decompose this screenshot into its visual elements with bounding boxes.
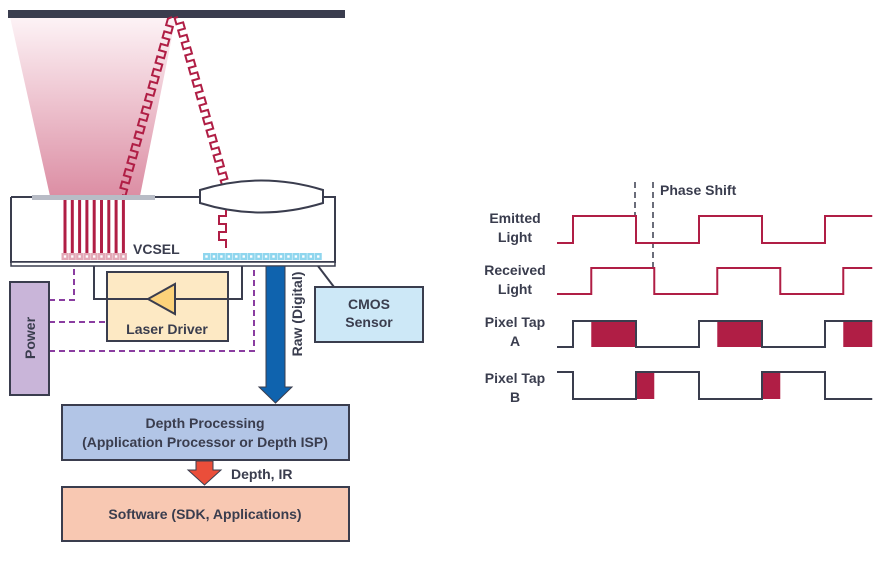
tap_a-overlap-fill [591,321,636,347]
amplifier-icon [145,282,176,316]
vcsel-pad-dot [107,255,110,258]
signal-label-received-2: Light [498,281,533,297]
depth-processing-box[interactable] [61,404,350,461]
signal-label-tap-b-2: B [510,389,520,405]
depth-processing-subtitle: (Application Processor or Depth ISP) [82,434,328,450]
sensor-pixel-dot [220,255,223,258]
tap_a-waveform [557,320,873,348]
cmos-label-line1: CMOS [348,296,390,312]
sensor-pixel-dot [302,255,305,258]
tap_b-overlap-fill [636,372,655,399]
vcsel-pad-dot [122,255,125,258]
signal-label-tap-a-2: A [510,333,520,349]
vcsel-emitter [114,200,118,253]
sensor-pixel-dot [235,255,238,258]
vcsel-label: VCSEL [133,241,180,257]
cmos-connector-line [317,265,335,288]
sensor-pixel-dot [257,255,260,258]
sensor-pixel-dot [242,255,245,258]
sensor-pixel-dot [264,255,268,258]
sensor-pixel-dot [205,255,208,258]
vcsel-pad-dot [71,255,74,258]
sensor-pixel-dot [309,255,312,258]
sensor-pixel-array [203,253,322,260]
sensor-pixel-dot [272,255,275,258]
software-label: Software (SDK, Applications) [108,506,301,522]
lens [199,179,324,214]
depth-ir-label: Depth, IR [231,466,292,482]
vcsel-emitter-array [63,200,125,253]
phase-shift-label: Phase Shift [660,182,737,198]
cmos-label-line2: Sensor [345,314,393,330]
emitted-waveform [557,215,873,244]
signal-label-tap-b-1: Pixel Tap [485,370,545,386]
power-lines [49,266,255,352]
sensor-pixel-dot [317,255,320,258]
reflected-light-wave [173,16,229,191]
tap_b-waveform [557,371,873,400]
depth-processing-title: Depth Processing [145,415,264,431]
vcsel-emitter [121,200,125,253]
cmos-sensor-box[interactable] [314,286,424,343]
software-box[interactable] [61,486,350,542]
tap_b-overlap-fill [762,372,781,399]
laser-driver-label: Laser Driver [126,321,208,337]
vcsel-pad-dot [78,255,81,258]
vcsel-emitter [63,200,67,253]
system-block-diagram: VCSEL Laser Driver Power CMOS Sensor Raw… [8,10,424,542]
vcsel-pad-dot [85,255,89,258]
sensor-pixel-dot [212,255,216,258]
vcsel-emitter [100,200,103,253]
received-waveform [557,267,873,295]
signal-label-received-1: Received [484,262,545,278]
received-light-in-module [218,210,227,248]
vcsel-emitter [85,200,89,253]
timing-diagram: Phase Shift Emitted Light Received Light… [484,182,873,405]
diffuser-plate [32,195,155,200]
power-label: Power [22,316,38,359]
tap_a-overlap-fill [843,321,873,347]
tap_a-overlap-fill [717,321,762,347]
raw-digital-label: Raw (Digital) [289,272,305,357]
sensor-pixel-dot [250,255,253,258]
vcsel-emitter [78,200,82,253]
signal-label-emitted-1: Emitted [489,210,540,226]
vcsel-pad-dot [63,255,67,258]
signal-label-tap-a-1: Pixel Tap [485,314,545,330]
raw-data-arrow [257,265,294,404]
sensor-pixel-dot [287,255,290,258]
target-surface [8,10,345,18]
vcsel-emitter [70,200,74,253]
vcsel-pads [61,253,127,260]
vcsel-pad-dot [93,255,96,258]
signal-label-emitted-2: Light [498,229,533,245]
vcsel-emitter [92,200,96,253]
outgoing-light-wave [119,16,175,198]
module-base-plate [10,261,336,267]
depth-ir-arrow [186,460,223,486]
sensor-pixel-dot [227,255,231,258]
vcsel-pad-dot [114,255,118,258]
vcsel-pad-dot [100,255,103,258]
vcsel-emitter [107,200,111,253]
sensor-pixel-dot [279,255,283,258]
sensor-pixel-dot [294,255,298,258]
power-box[interactable] [9,281,50,396]
